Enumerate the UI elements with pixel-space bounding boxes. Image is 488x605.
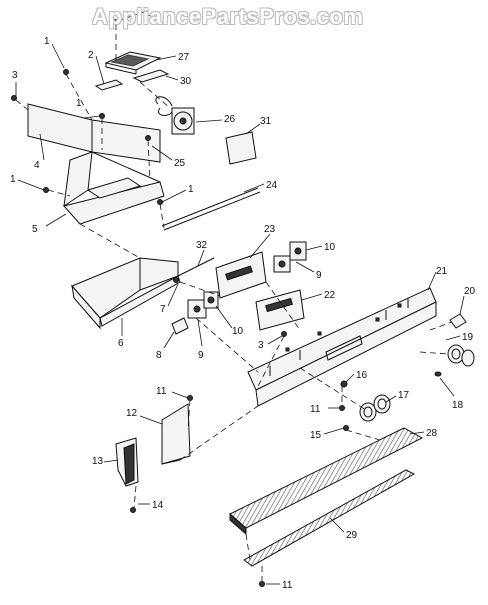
callout-24: 24 — [266, 180, 278, 191]
callout-25: 25 — [174, 158, 186, 169]
display-module-upper — [215, 251, 267, 299]
callout-1-c: 1 — [10, 174, 16, 185]
control-panel-faceplate — [247, 287, 437, 407]
callout-2: 2 — [88, 50, 94, 61]
callout-16: 16 — [356, 370, 368, 381]
callout-3-panel: 3 — [258, 340, 264, 351]
callout-18: 18 — [452, 400, 464, 411]
callout-17: 17 — [398, 390, 410, 401]
callout-labels: 1 1 1 1 1 2 3 3 4 5 6 7 8 — [10, 8, 476, 591]
knob-group-right — [434, 313, 475, 377]
callout-13: 13 — [92, 456, 104, 467]
callout-12: 12 — [126, 408, 138, 419]
callout-10-lower: 10 — [232, 326, 244, 337]
callout-1-b: 1 — [76, 98, 82, 109]
callout-5: 5 — [32, 224, 38, 235]
callout-19: 19 — [462, 332, 474, 343]
callout-14: 14 — [152, 500, 164, 511]
trim-strip-lower — [243, 469, 416, 567]
callout-11-b: 11 — [310, 404, 321, 415]
callout-30: 30 — [180, 76, 192, 87]
callout-8: 8 — [156, 350, 162, 361]
callout-1-a: 1 — [44, 36, 50, 47]
assembly-lines — [15, 24, 453, 582]
callout-29: 29 — [346, 530, 358, 541]
callout-1-top: 1 — [145, 8, 151, 19]
callout-28: 28 — [426, 428, 438, 439]
callout-22: 22 — [324, 290, 336, 301]
watermark: AppliancePartsPros.com — [92, 4, 364, 29]
callout-1-d: 1 — [188, 184, 194, 195]
control-board — [104, 51, 162, 75]
callout-11-a: 11 — [156, 386, 167, 397]
callout-6: 6 — [118, 338, 124, 349]
callout-9-upper: 9 — [316, 270, 322, 281]
callout-3-top: 3 — [12, 70, 18, 81]
clip — [94, 79, 124, 91]
callout-26: 26 — [224, 114, 236, 125]
side-bracket — [161, 403, 191, 465]
callout-23: 23 — [264, 224, 276, 235]
callout-11-c: 11 — [282, 580, 293, 591]
knob-group-center — [340, 380, 391, 422]
callout-15: 15 — [310, 430, 322, 441]
brace — [115, 437, 139, 487]
callout-9-lower: 9 — [198, 350, 204, 361]
trim-strip-upper — [229, 427, 424, 536]
callout-31: 31 — [260, 116, 272, 127]
fan-motor — [155, 96, 195, 135]
board-bracket — [132, 69, 170, 83]
callout-10-upper: 10 — [324, 242, 336, 253]
mounting-rod — [161, 187, 259, 227]
vent-duct — [27, 103, 165, 225]
switch-lower — [187, 291, 219, 319]
callout-7: 7 — [160, 304, 166, 315]
panel-housing — [71, 257, 181, 330]
switch-upper — [273, 241, 307, 273]
callout-21: 21 — [436, 266, 448, 277]
callout-32: 32 — [196, 240, 208, 251]
callout-20: 20 — [464, 286, 476, 297]
display-module-lower — [255, 289, 305, 331]
insulation-pad — [225, 131, 257, 165]
spring-clip — [171, 317, 189, 335]
wire — [177, 257, 215, 277]
callout-27: 27 — [178, 52, 190, 63]
callout-4: 4 — [34, 160, 40, 171]
